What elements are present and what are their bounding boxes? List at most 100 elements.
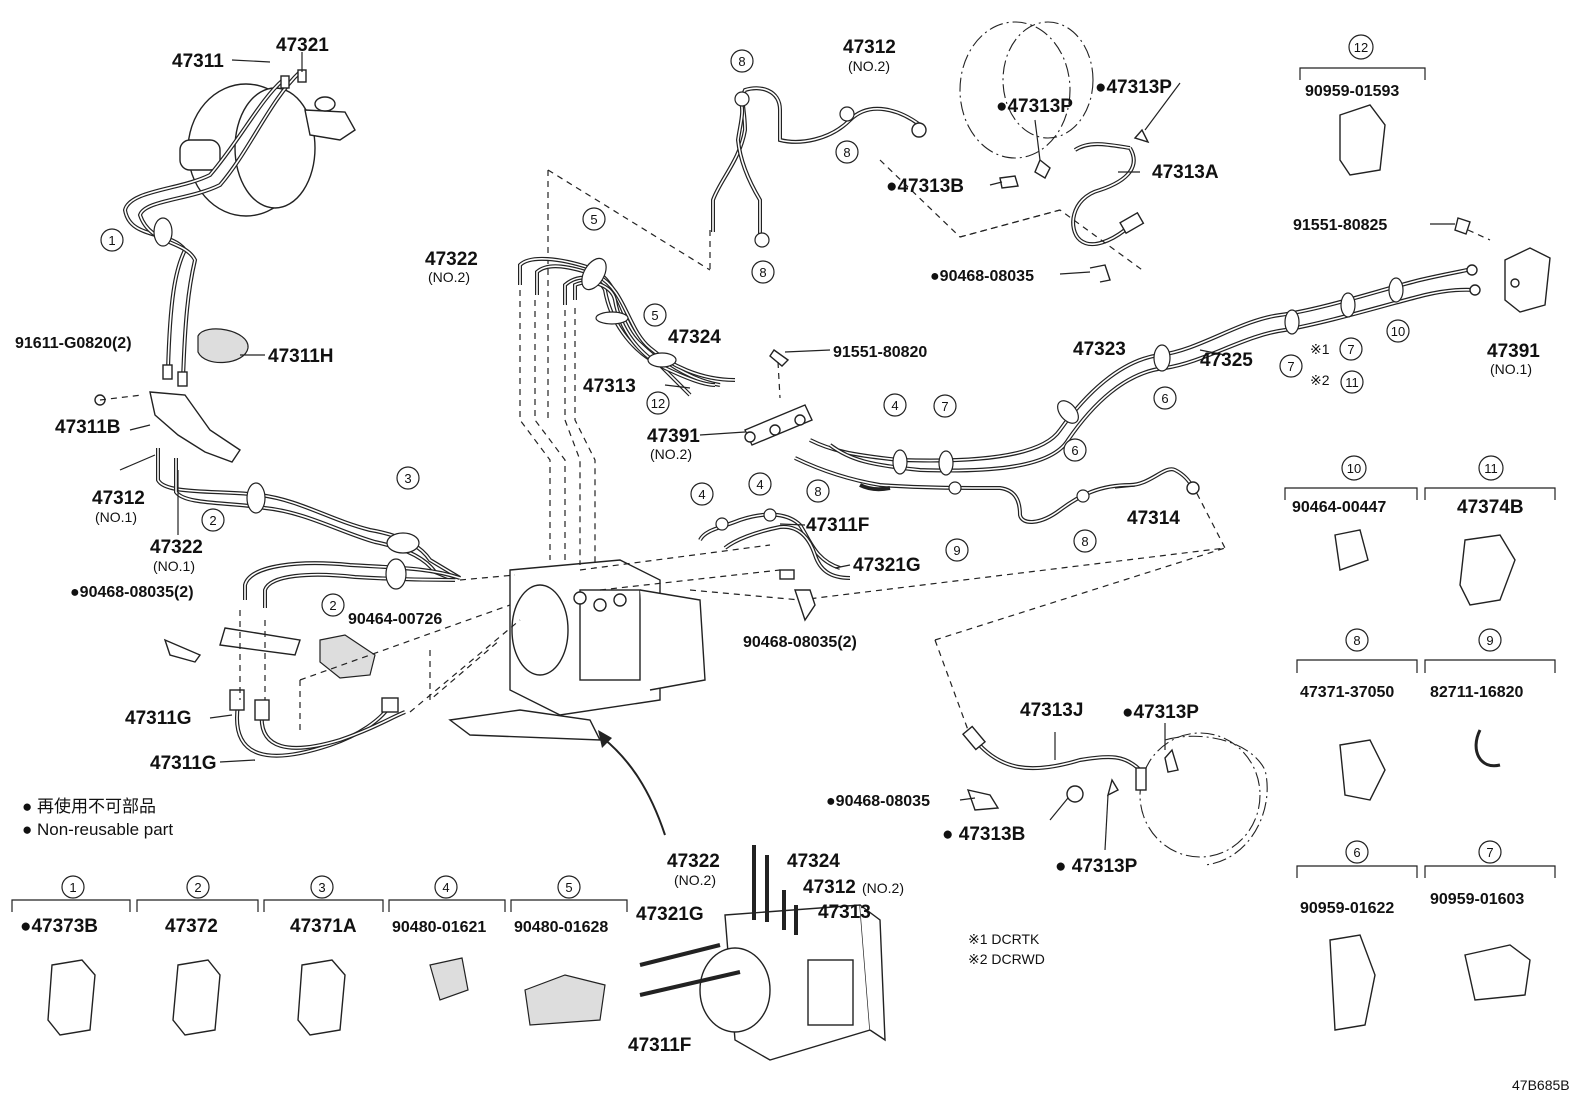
label-note-x1: ※1 <box>1310 341 1330 357</box>
clamp-8-number: 8 <box>1353 633 1360 648</box>
label-90464-00726: 90464-00726 <box>348 611 442 628</box>
callout-5a: 5 <box>590 212 597 227</box>
callout-8d: 8 <box>814 484 821 499</box>
callout-8e: 8 <box>1081 534 1088 549</box>
label-47312-no1: 47312 <box>92 488 145 509</box>
label-90468-bottom: ●90468-08035 <box>826 793 930 810</box>
callout-3: 3 <box>404 471 411 486</box>
label-47323: 47323 <box>1073 339 1126 360</box>
clamp-9-number: 9 <box>1486 633 1493 648</box>
clamp-11-part: 47374B <box>1457 497 1524 518</box>
label-47321g: 47321G <box>853 555 921 576</box>
abs-actuator <box>448 559 706 741</box>
note-dcrtk: ※1 DCRTK <box>968 931 1040 947</box>
legend-japanese: ● 再使用不可部品 <box>22 796 156 816</box>
label-detail-47324: 47324 <box>787 851 840 872</box>
clamp-icons-right <box>1329 104 1531 1031</box>
callout-7b: 7 <box>1287 359 1294 374</box>
label-47311: 47311 <box>172 51 224 72</box>
label-91551-80825: 91551-80825 <box>1293 217 1387 234</box>
mid-left-tubes <box>156 448 462 608</box>
brake-booster <box>179 83 356 217</box>
label-detail-47322: 47322 <box>667 851 720 872</box>
bracket-47391-no1 <box>1504 247 1551 313</box>
label-47321: 47321 <box>276 35 329 56</box>
label-90468-left: ●90468-08035(2) <box>70 584 194 601</box>
routing-dash-lines <box>239 169 1226 731</box>
note-dcrwd: ※2 DCRWD <box>968 951 1045 967</box>
callout-2a: 2 <box>209 513 216 528</box>
clamp-10-number: 10 <box>1347 461 1361 476</box>
callout-12: 12 <box>651 396 665 411</box>
label-47313j: 47313J <box>1020 700 1083 721</box>
callout-circles: 1 2 2 3 4 4 4 5 5 6 6 7 7 7 8 8 8 8 8 9 … <box>100 49 1410 617</box>
clamp-6-number: 6 <box>1353 845 1360 860</box>
label-47324: 47324 <box>668 327 721 348</box>
tube-47312-no2 <box>711 86 927 248</box>
clamp-4-number: 4 <box>442 880 449 895</box>
label-47313p-1: ●47313P <box>996 96 1073 117</box>
clamp-9-part: 82711-16820 <box>1430 684 1524 701</box>
flex-hoses-47311g <box>229 689 406 758</box>
part-labels: 47311 47321 47311H 91611-G0820(2) 47311B… <box>15 35 1540 1056</box>
callout-6a: 6 <box>1161 391 1168 406</box>
label-47313p-3: ●47313P <box>1122 702 1199 723</box>
leader-lines <box>119 52 1455 851</box>
label-47391-no1: 47391 <box>1487 341 1540 362</box>
label-90468-mid: 90468-08035(2) <box>743 634 857 651</box>
label-47391-no2-sub: (NO.2) <box>650 446 692 462</box>
clamp-3-part: 47371A <box>290 916 357 937</box>
label-47314: 47314 <box>1127 508 1180 529</box>
label-47311g-2: 47311G <box>150 753 217 774</box>
clamp-6-part: 90959-01622 <box>1300 900 1394 917</box>
callout-7a: 7 <box>941 399 948 414</box>
variant-notes: ※1 DCRTK ※2 DCRWD <box>968 931 1045 967</box>
label-detail-47312: 47312 <box>803 877 856 898</box>
clamp-5-part: 90480-01628 <box>514 919 608 936</box>
clamp-1-part: ●47373B <box>20 916 98 937</box>
label-47313b-1: ●47313B <box>886 176 964 197</box>
drawing-number: 47B685B <box>1512 1077 1570 1093</box>
actuator-outlet-tubes <box>518 256 736 397</box>
rear-drum-left <box>879 21 1150 283</box>
actuator-detail <box>639 845 886 1061</box>
clamp-10-part: 90464-00447 <box>1292 499 1386 516</box>
front-brake-tubes <box>122 69 307 387</box>
label-91611: 91611-G0820(2) <box>15 335 132 352</box>
clamp-3-number: 3 <box>318 880 325 895</box>
label-47311b: 47311B <box>55 417 121 438</box>
label-47325: 47325 <box>1200 350 1253 371</box>
label-47312-no2: 47312 <box>843 37 896 58</box>
clamp-7-part: 90959-01603 <box>1430 891 1524 908</box>
tubes-47311f-47321g <box>698 508 851 622</box>
callout-4b: 4 <box>698 487 705 502</box>
label-detail-47322-sub: (NO.2) <box>674 872 716 888</box>
clip-90468-left <box>163 638 202 663</box>
bracket-47311b <box>149 391 241 463</box>
clamp-11-number: 11 <box>1484 461 1498 476</box>
label-90468-top: ●90468-08035 <box>930 268 1034 285</box>
clamp-8-part: 47371-37050 <box>1300 684 1394 701</box>
clamp-2-part: 47372 <box>165 916 218 937</box>
label-note-x2: ※2 <box>1310 372 1330 388</box>
label-47312-no2-sub: (NO.2) <box>848 58 890 74</box>
label-47322-no2-sub: (NO.2) <box>428 269 470 285</box>
label-47313b-2: ● 47313B <box>942 824 1025 845</box>
callout-8a: 8 <box>738 54 745 69</box>
clamp-table: 1 ●47373B 2 47372 3 47371A 4 90480-01621… <box>20 34 1524 937</box>
clamp-icons-bottom <box>47 957 606 1036</box>
callout-2b: 2 <box>329 598 336 613</box>
label-47312-no1-sub: (NO.1) <box>95 509 137 525</box>
label-47313p-4: ● 47313P <box>1055 856 1138 877</box>
clamp-12-number: 12 <box>1354 40 1368 55</box>
rear-drum-right <box>961 725 1268 866</box>
label-detail-47321g: 47321G <box>636 904 704 925</box>
cushion-47311h <box>197 328 249 364</box>
rear-brake-lines <box>809 264 1481 476</box>
label-47322-no2: 47322 <box>425 249 478 270</box>
callout-4a: 4 <box>891 398 898 413</box>
callout-8c: 8 <box>759 265 766 280</box>
callout-7c: 7 <box>1347 342 1354 357</box>
